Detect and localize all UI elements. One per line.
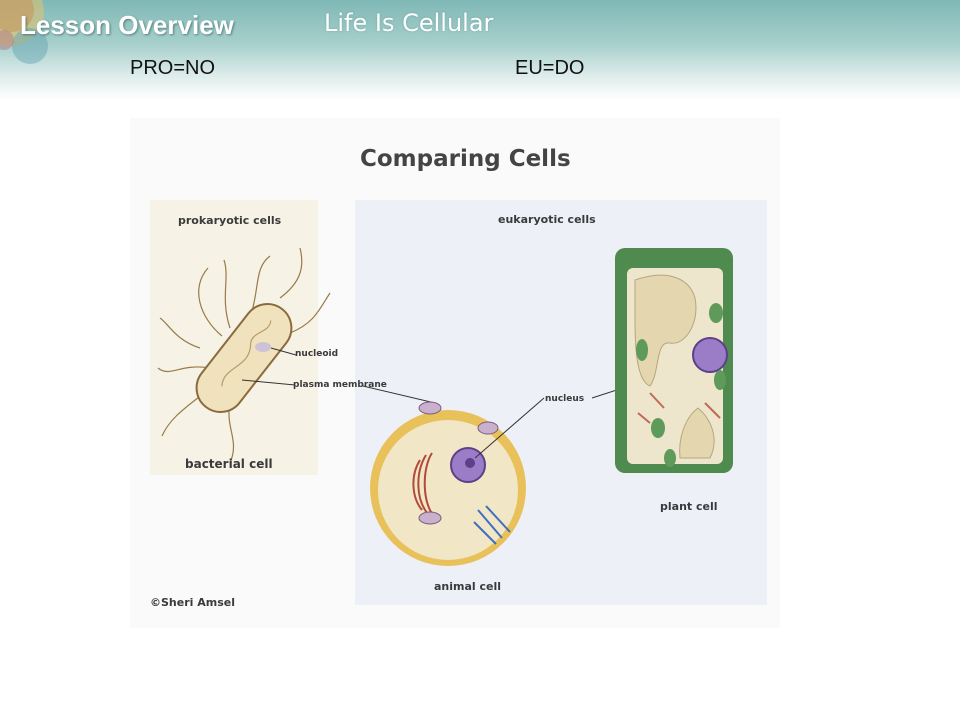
plant-cell-label: plant cell bbox=[660, 500, 718, 513]
plant-cell bbox=[615, 248, 733, 473]
nucleoid-label: nucleoid bbox=[295, 349, 339, 359]
figure-title: Comparing Cells bbox=[360, 146, 571, 172]
comparing-cells-figure: Comparing Cells prokaryotic cells eukary… bbox=[130, 118, 780, 628]
nucleus-label: nucleus bbox=[545, 394, 585, 404]
cells-illustration bbox=[130, 118, 780, 628]
plant-nucleus bbox=[692, 337, 728, 373]
animal-cell-label: animal cell bbox=[434, 580, 502, 593]
eukaryotic-heading: eukaryotic cells bbox=[498, 213, 596, 226]
animal-cell bbox=[370, 401, 526, 566]
prokaryote-note: PRO=NO bbox=[130, 57, 216, 79]
prokaryotic-heading: prokaryotic cells bbox=[178, 214, 282, 227]
lesson-overview-label: Lesson Overview bbox=[20, 10, 234, 40]
bacterial-cell-label: bacterial cell bbox=[185, 457, 273, 471]
plasma-membrane-label: plasma membrane bbox=[293, 380, 387, 390]
topic-title: Life Is Cellular bbox=[324, 9, 494, 37]
eukaryote-note: EU=DO bbox=[515, 57, 585, 79]
header-decoration bbox=[0, 0, 48, 64]
credit-text: ©Sheri Amsel bbox=[150, 596, 235, 609]
slide-header: Lesson Overview Life Is Cellular bbox=[0, 0, 960, 100]
bacterial-cell bbox=[195, 303, 293, 413]
flagella bbox=[157, 247, 331, 464]
nucleoid-shape bbox=[255, 342, 271, 352]
